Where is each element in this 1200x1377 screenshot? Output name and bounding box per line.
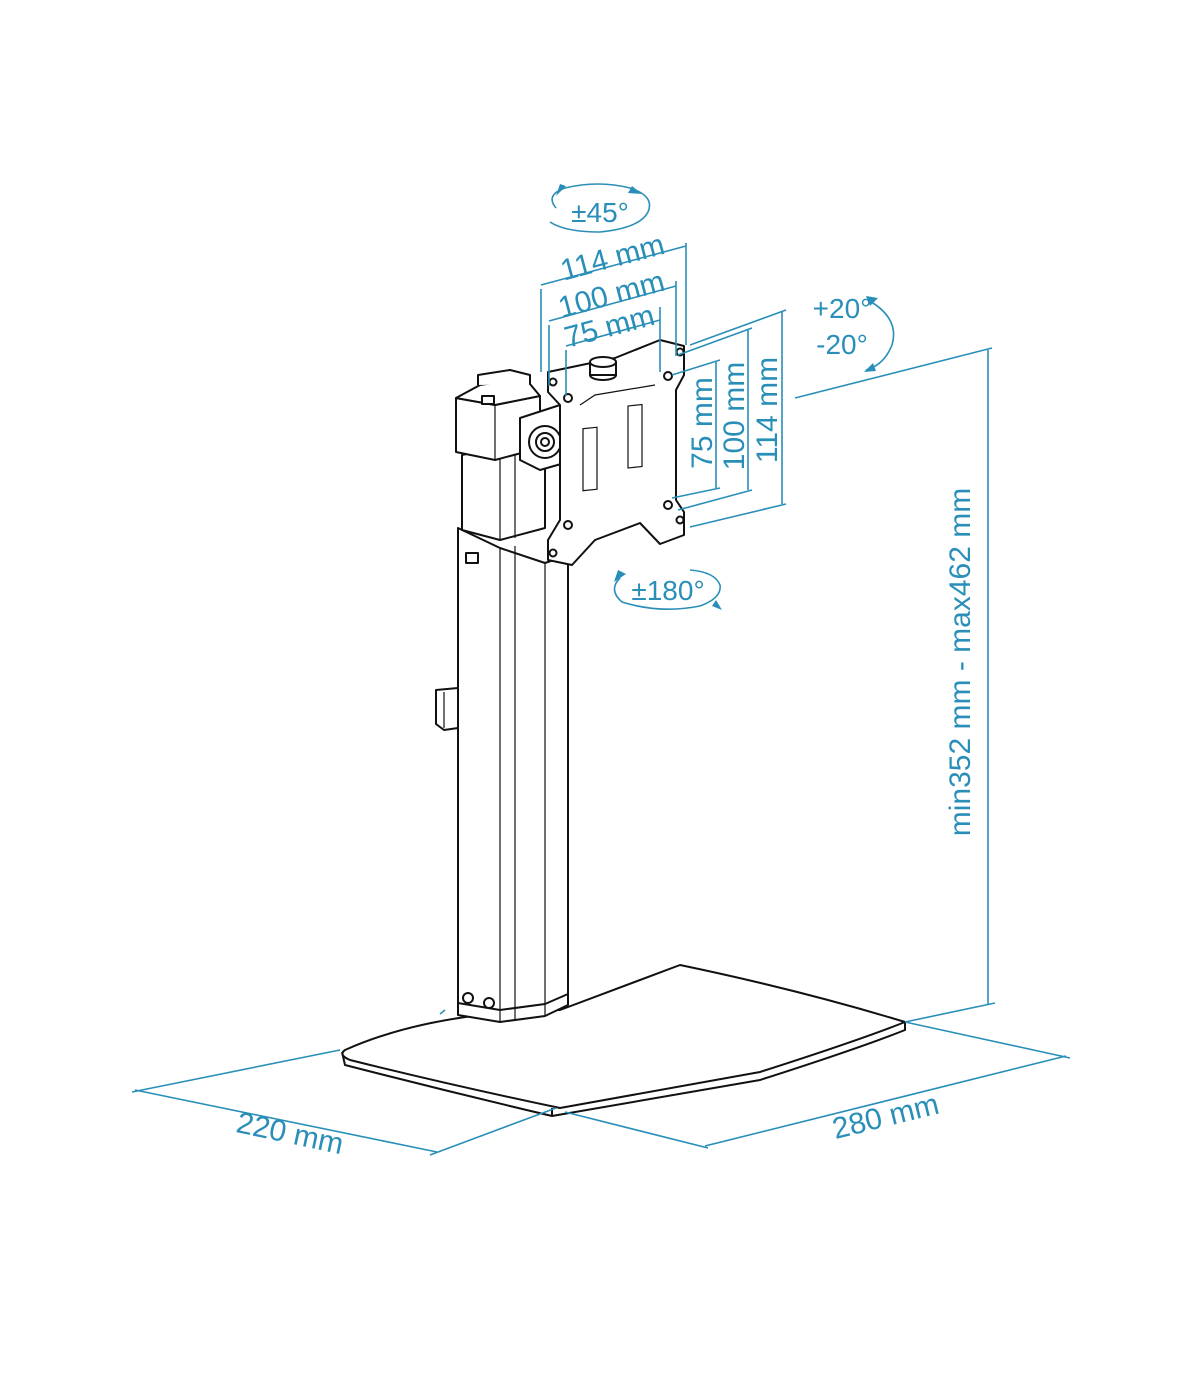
- tension-knob: [589, 356, 617, 381]
- height-dimension: [794, 347, 996, 1023]
- vesa-plate: [547, 339, 685, 566]
- tilt-down-label: -20°: [816, 329, 868, 360]
- swivel-indicator: [549, 183, 651, 233]
- swivel-label: ±45°: [571, 197, 629, 228]
- base-plate: [341, 964, 906, 1117]
- height-range-label: min352 mm - max462 mm: [944, 488, 977, 836]
- tilt-up-label: +20°: [813, 293, 872, 324]
- column-outer-tube: [457, 527, 569, 1023]
- rotate-indicator: [613, 569, 722, 610]
- base-depth-label: 220 mm: [234, 1106, 347, 1161]
- rotate-label: ±180°: [631, 575, 704, 606]
- vesa-horizontal-dimensions: [540, 243, 687, 396]
- base-dimensions: [131, 1009, 1071, 1156]
- base-width-label: 280 mm: [829, 1088, 942, 1146]
- vesa-vertical-dimensions: [671, 309, 787, 528]
- vesa-v-100-label: 100 mm: [718, 362, 751, 470]
- cable-clip: [435, 687, 459, 731]
- tilt-indicator: [864, 296, 895, 372]
- vesa-v-75-label: 75 mm: [686, 377, 719, 469]
- vesa-v-114-label: 114 mm: [751, 357, 784, 463]
